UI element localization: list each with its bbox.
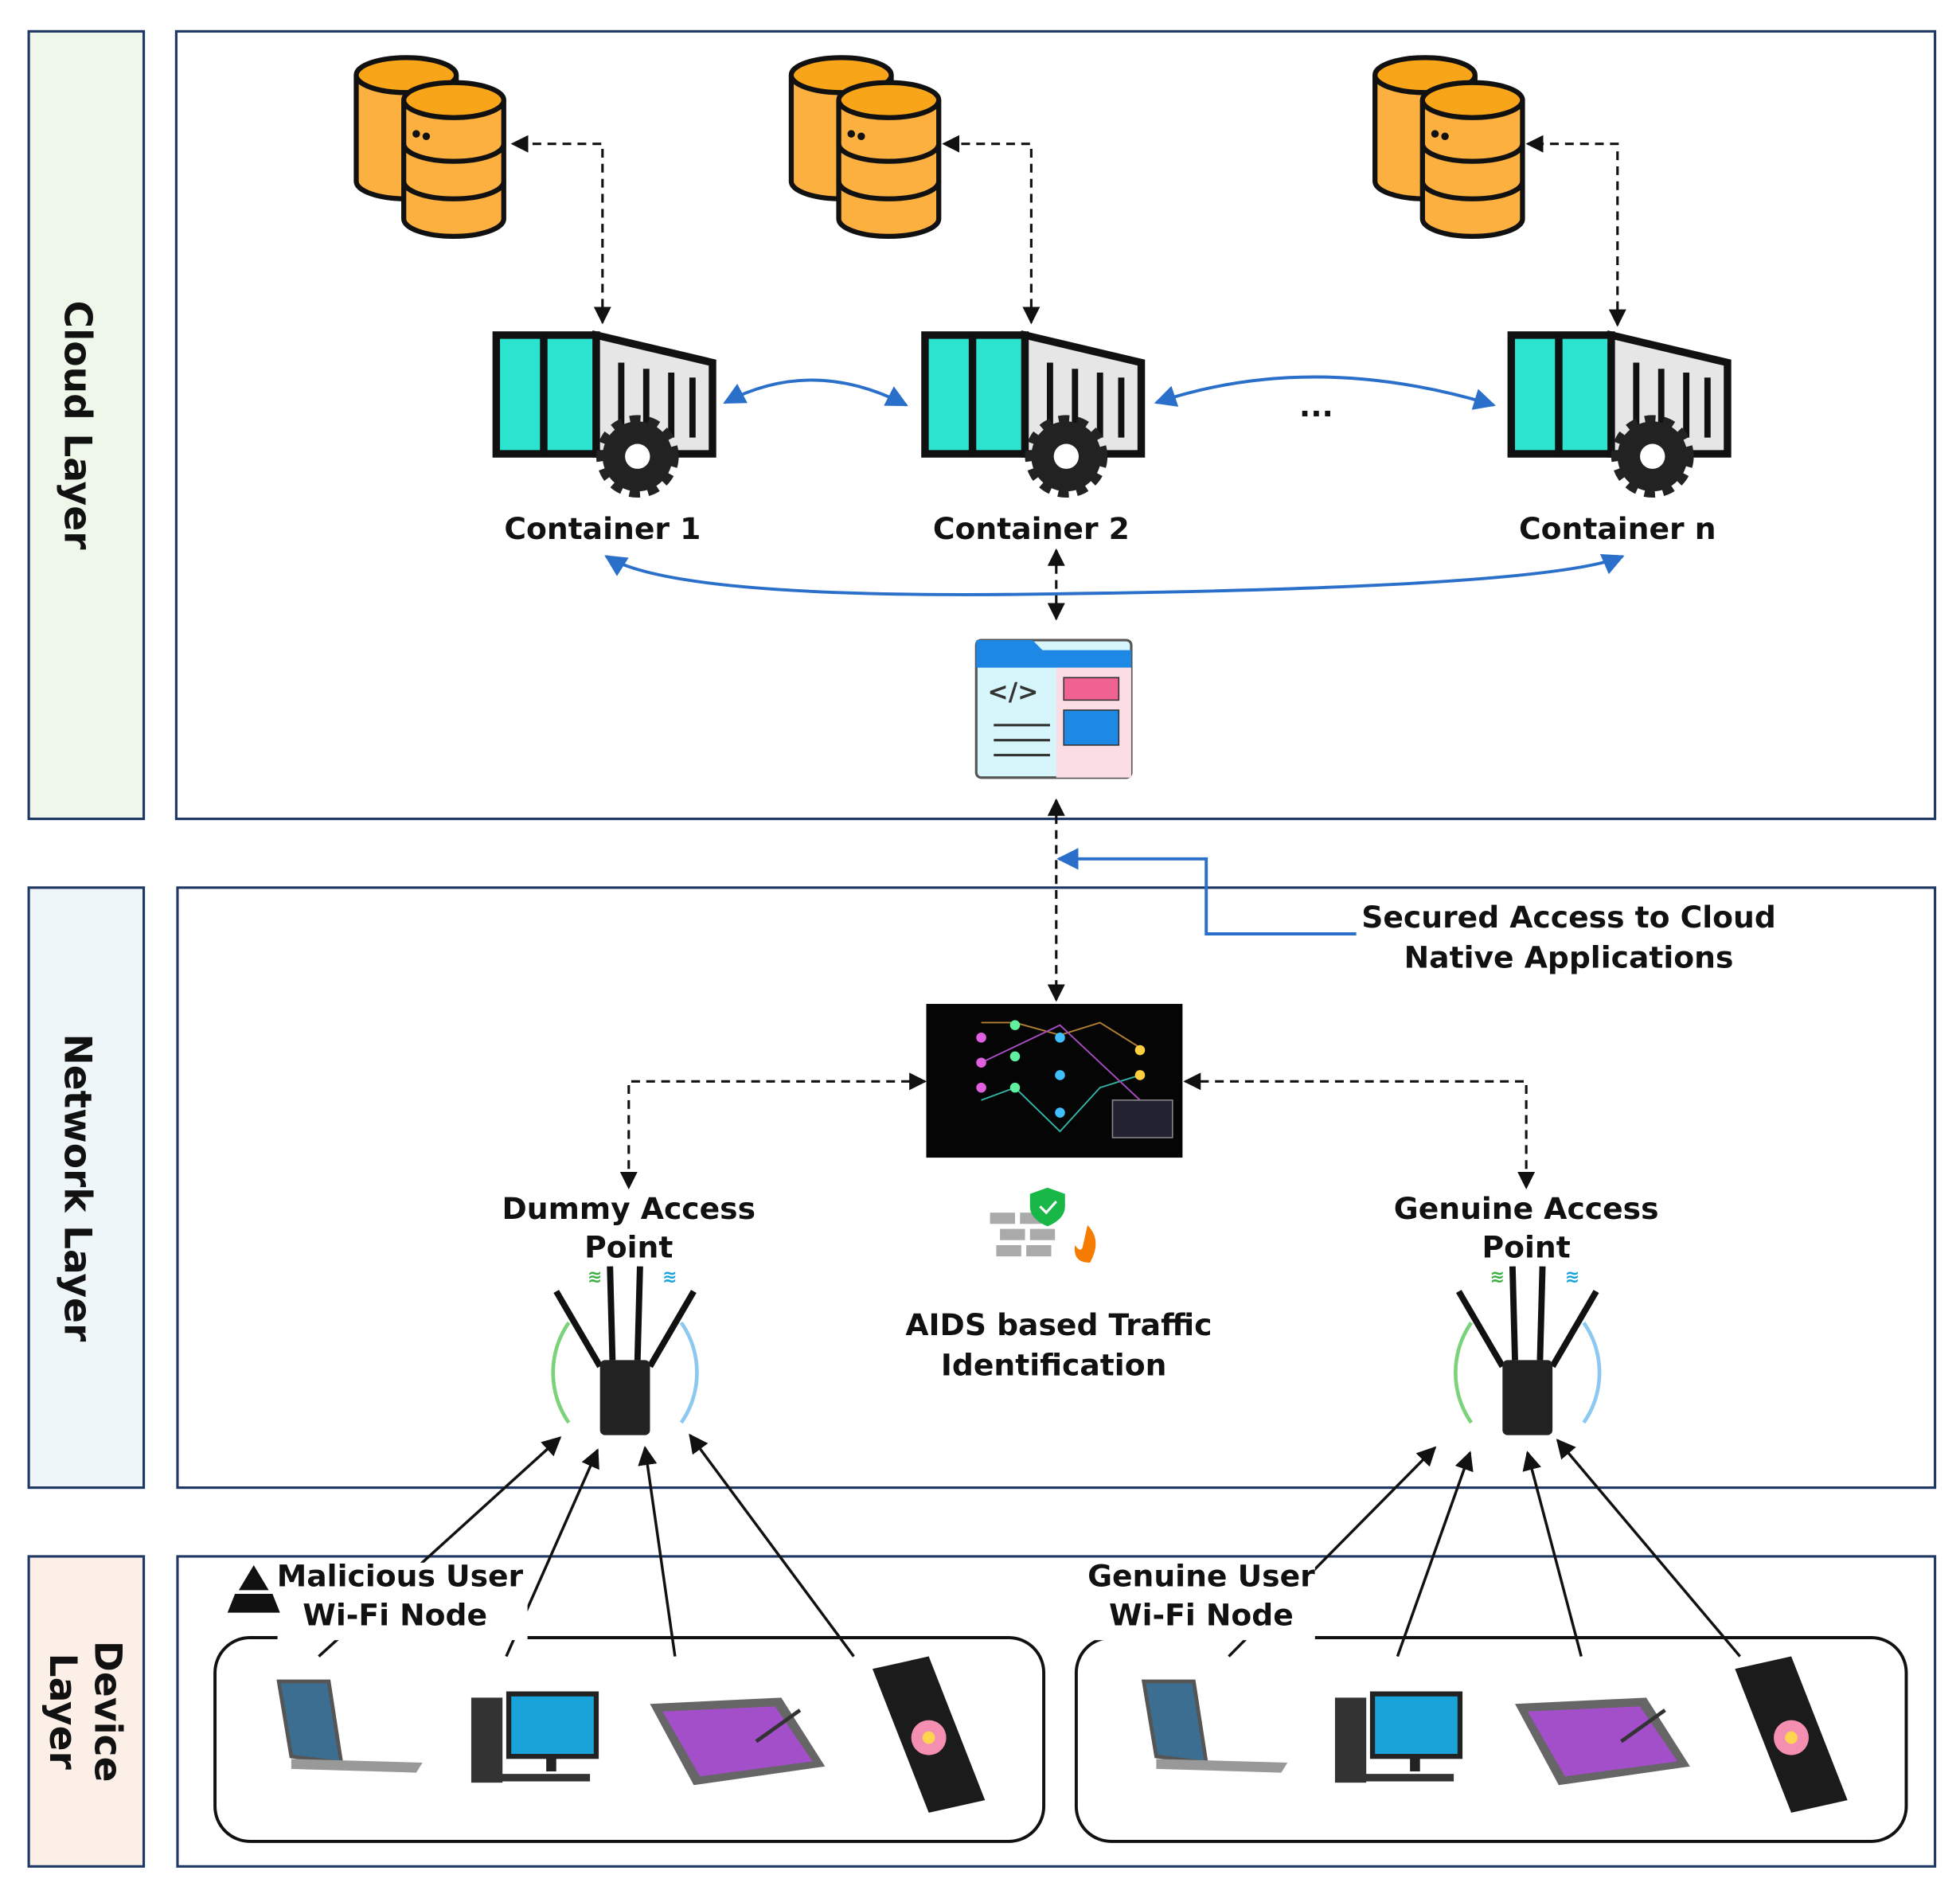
genuine-user-label-2: Wi-Fi Node	[1109, 1597, 1294, 1632]
firewall-icon	[990, 1187, 1096, 1263]
malicious-user-label-2: Wi-Fi Node	[303, 1597, 487, 1632]
genuine-device-group	[1074, 1636, 1908, 1843]
dummy-ap-label: Dummy Access	[502, 1191, 755, 1226]
container-2-label: Container 2	[933, 511, 1130, 546]
svg-text:Network Layer: Network Layer	[56, 1033, 100, 1342]
network-layer-label: Network Layer	[27, 886, 146, 1490]
device-layer-label: Device Layer	[27, 1555, 146, 1868]
svg-text:</>: </>	[987, 678, 1038, 706]
genuine-ap-label-2: Point	[1482, 1230, 1571, 1265]
db-container-links	[510, 135, 1626, 1189]
ellipsis: ...	[1299, 389, 1333, 424]
dummy-ap-label-2: Point	[584, 1230, 673, 1265]
genuine-ap-label: Genuine Access	[1394, 1191, 1659, 1226]
container-1-label: Container 1	[504, 511, 701, 546]
aids-label: AIDS based Traffic	[905, 1307, 1212, 1342]
cloud-layer-label: Cloud Layer	[27, 29, 146, 821]
secured-access-label-2: Native Applications	[1404, 939, 1734, 974]
genuine-user-label: Genuine User	[1087, 1559, 1315, 1594]
hacker-icon	[227, 1564, 280, 1613]
aids-label-2: Identification	[941, 1347, 1167, 1382]
container-communication-links	[604, 375, 1625, 935]
malicious-user-label: Malicious User	[277, 1559, 524, 1594]
svg-text:Device: Device	[85, 1641, 129, 1783]
svg-text:Cloud Layer: Cloud Layer	[56, 301, 100, 551]
malicious-device-group	[213, 1636, 1046, 1843]
network-layer-panel	[176, 886, 1937, 1490]
svg-text:Layer: Layer	[41, 1654, 84, 1771]
container-n-label: Container n	[1519, 511, 1716, 546]
secured-access-label: Secured Access to Cloud	[1361, 900, 1776, 935]
web-application-icon: </>	[974, 638, 1133, 779]
neural-network-icon	[926, 1003, 1183, 1158]
